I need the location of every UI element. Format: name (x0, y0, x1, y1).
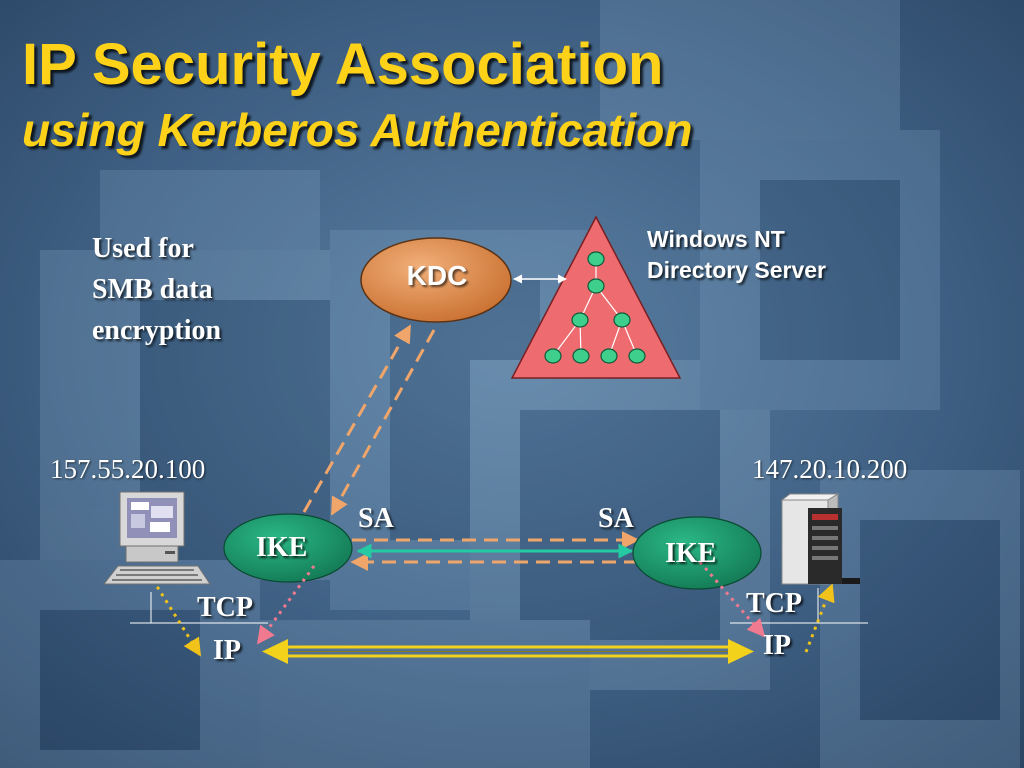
client-to-kdc-dashed (302, 324, 412, 513)
server-address: 147.20.10.200 (752, 454, 908, 484)
tree-node (571, 312, 589, 328)
slide-title: IP Security Association (22, 32, 664, 97)
directory-server-label: Windows NT Directory Server (647, 224, 826, 286)
smb-encryption-note: Used for SMB data encryption (92, 228, 221, 351)
server-ip-to-app-dotted (804, 583, 835, 653)
tree-node (587, 251, 605, 267)
slide-subtitle: using Kerberos Authentication (22, 104, 693, 156)
server-ike-to-ip-dotted (698, 561, 766, 638)
note-line-1: Used for (92, 233, 194, 264)
server-tcp-label: TCP (746, 588, 802, 619)
server-ike-ellipse (632, 516, 762, 590)
kdc-to-client-dashed (330, 329, 436, 516)
tree-node (572, 348, 590, 364)
kdc-label: KDC (406, 260, 468, 291)
tree-node (600, 348, 618, 364)
client-app-to-ip-dotted (151, 579, 202, 657)
ip-to-ip-link (262, 639, 754, 664)
tower-server-icon (780, 493, 860, 585)
kdc-ellipse (360, 237, 512, 323)
note-line-3: encryption (92, 315, 222, 346)
tree-node (587, 278, 605, 294)
client-ike-ellipse (223, 513, 353, 583)
desktop-computer-icon (102, 491, 211, 585)
server-sa-label: SA (598, 503, 634, 534)
directory-server-triangle (510, 215, 682, 379)
directory-line-2: Directory Server (647, 257, 826, 283)
note-line-2: SMB data (92, 274, 213, 305)
client-address: 157.55.20.100 (50, 454, 206, 484)
server-ip-label: IP (763, 630, 791, 661)
directory-line-1: Windows NT (647, 226, 785, 252)
tree-node (544, 348, 562, 364)
client-ike-label: IKE (256, 532, 308, 563)
client-ip-label: IP (213, 635, 241, 666)
tree-node (613, 312, 631, 328)
server-ike-label: IKE (665, 538, 717, 569)
tree-node (628, 348, 646, 364)
client-tcp-label: TCP (197, 592, 253, 623)
client-sa-label: SA (358, 503, 394, 534)
